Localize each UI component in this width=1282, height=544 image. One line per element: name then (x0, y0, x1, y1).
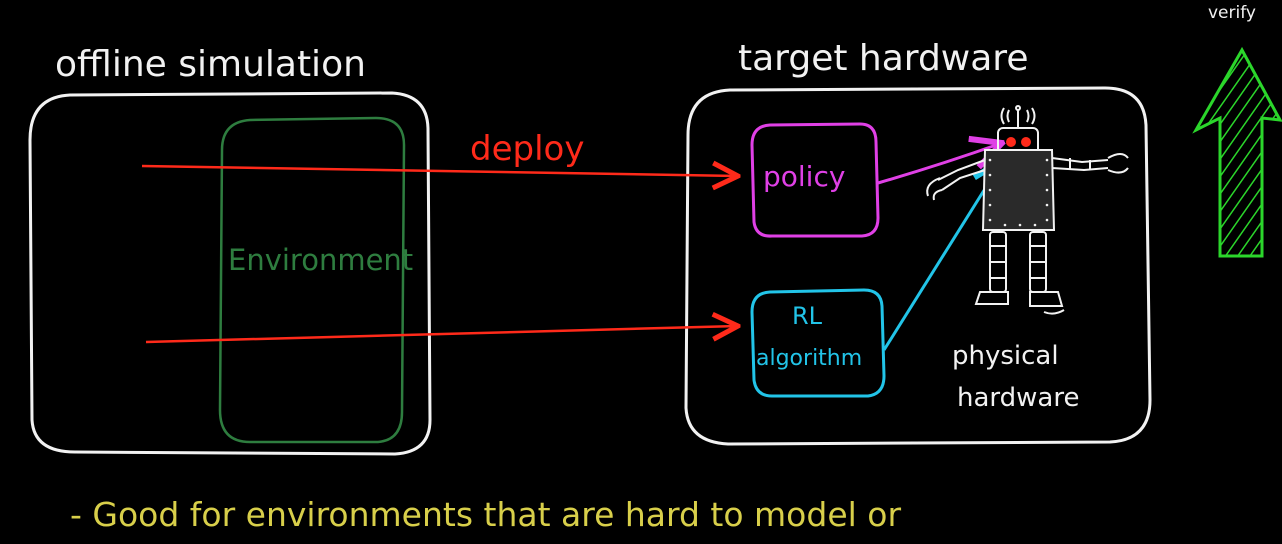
antenna-signal-icon (1000, 105, 1036, 128)
robot-icon (926, 105, 1129, 315)
policy-to-robot-arrow (877, 143, 1002, 185)
deploy-label: deploy (470, 129, 584, 169)
up-arrow-icon (1192, 46, 1282, 258)
environment-box (218, 116, 406, 444)
rl-algorithm-box (750, 288, 886, 398)
offline-simulation-title: offline simulation (55, 44, 366, 85)
physical-label-line1: physical (952, 341, 1059, 371)
offline-simulation-box (28, 91, 432, 456)
bottom-note: - Good for environments that are hard to… (70, 495, 901, 534)
policy-box (750, 122, 880, 238)
rl-label-line1: RL (792, 302, 823, 330)
deploy-arrow-top (141, 166, 738, 176)
verify-label: verify (1208, 3, 1256, 23)
rl-label-line2: algorithm (756, 346, 862, 371)
policy-label: policy (763, 160, 845, 193)
target-hardware-box (684, 86, 1152, 446)
physical-label-line2: hardware (957, 383, 1079, 413)
environment-label: Environment (228, 243, 413, 277)
deploy-arrow-bottom (145, 326, 738, 344)
target-hardware-title: target hardware (738, 38, 1028, 79)
